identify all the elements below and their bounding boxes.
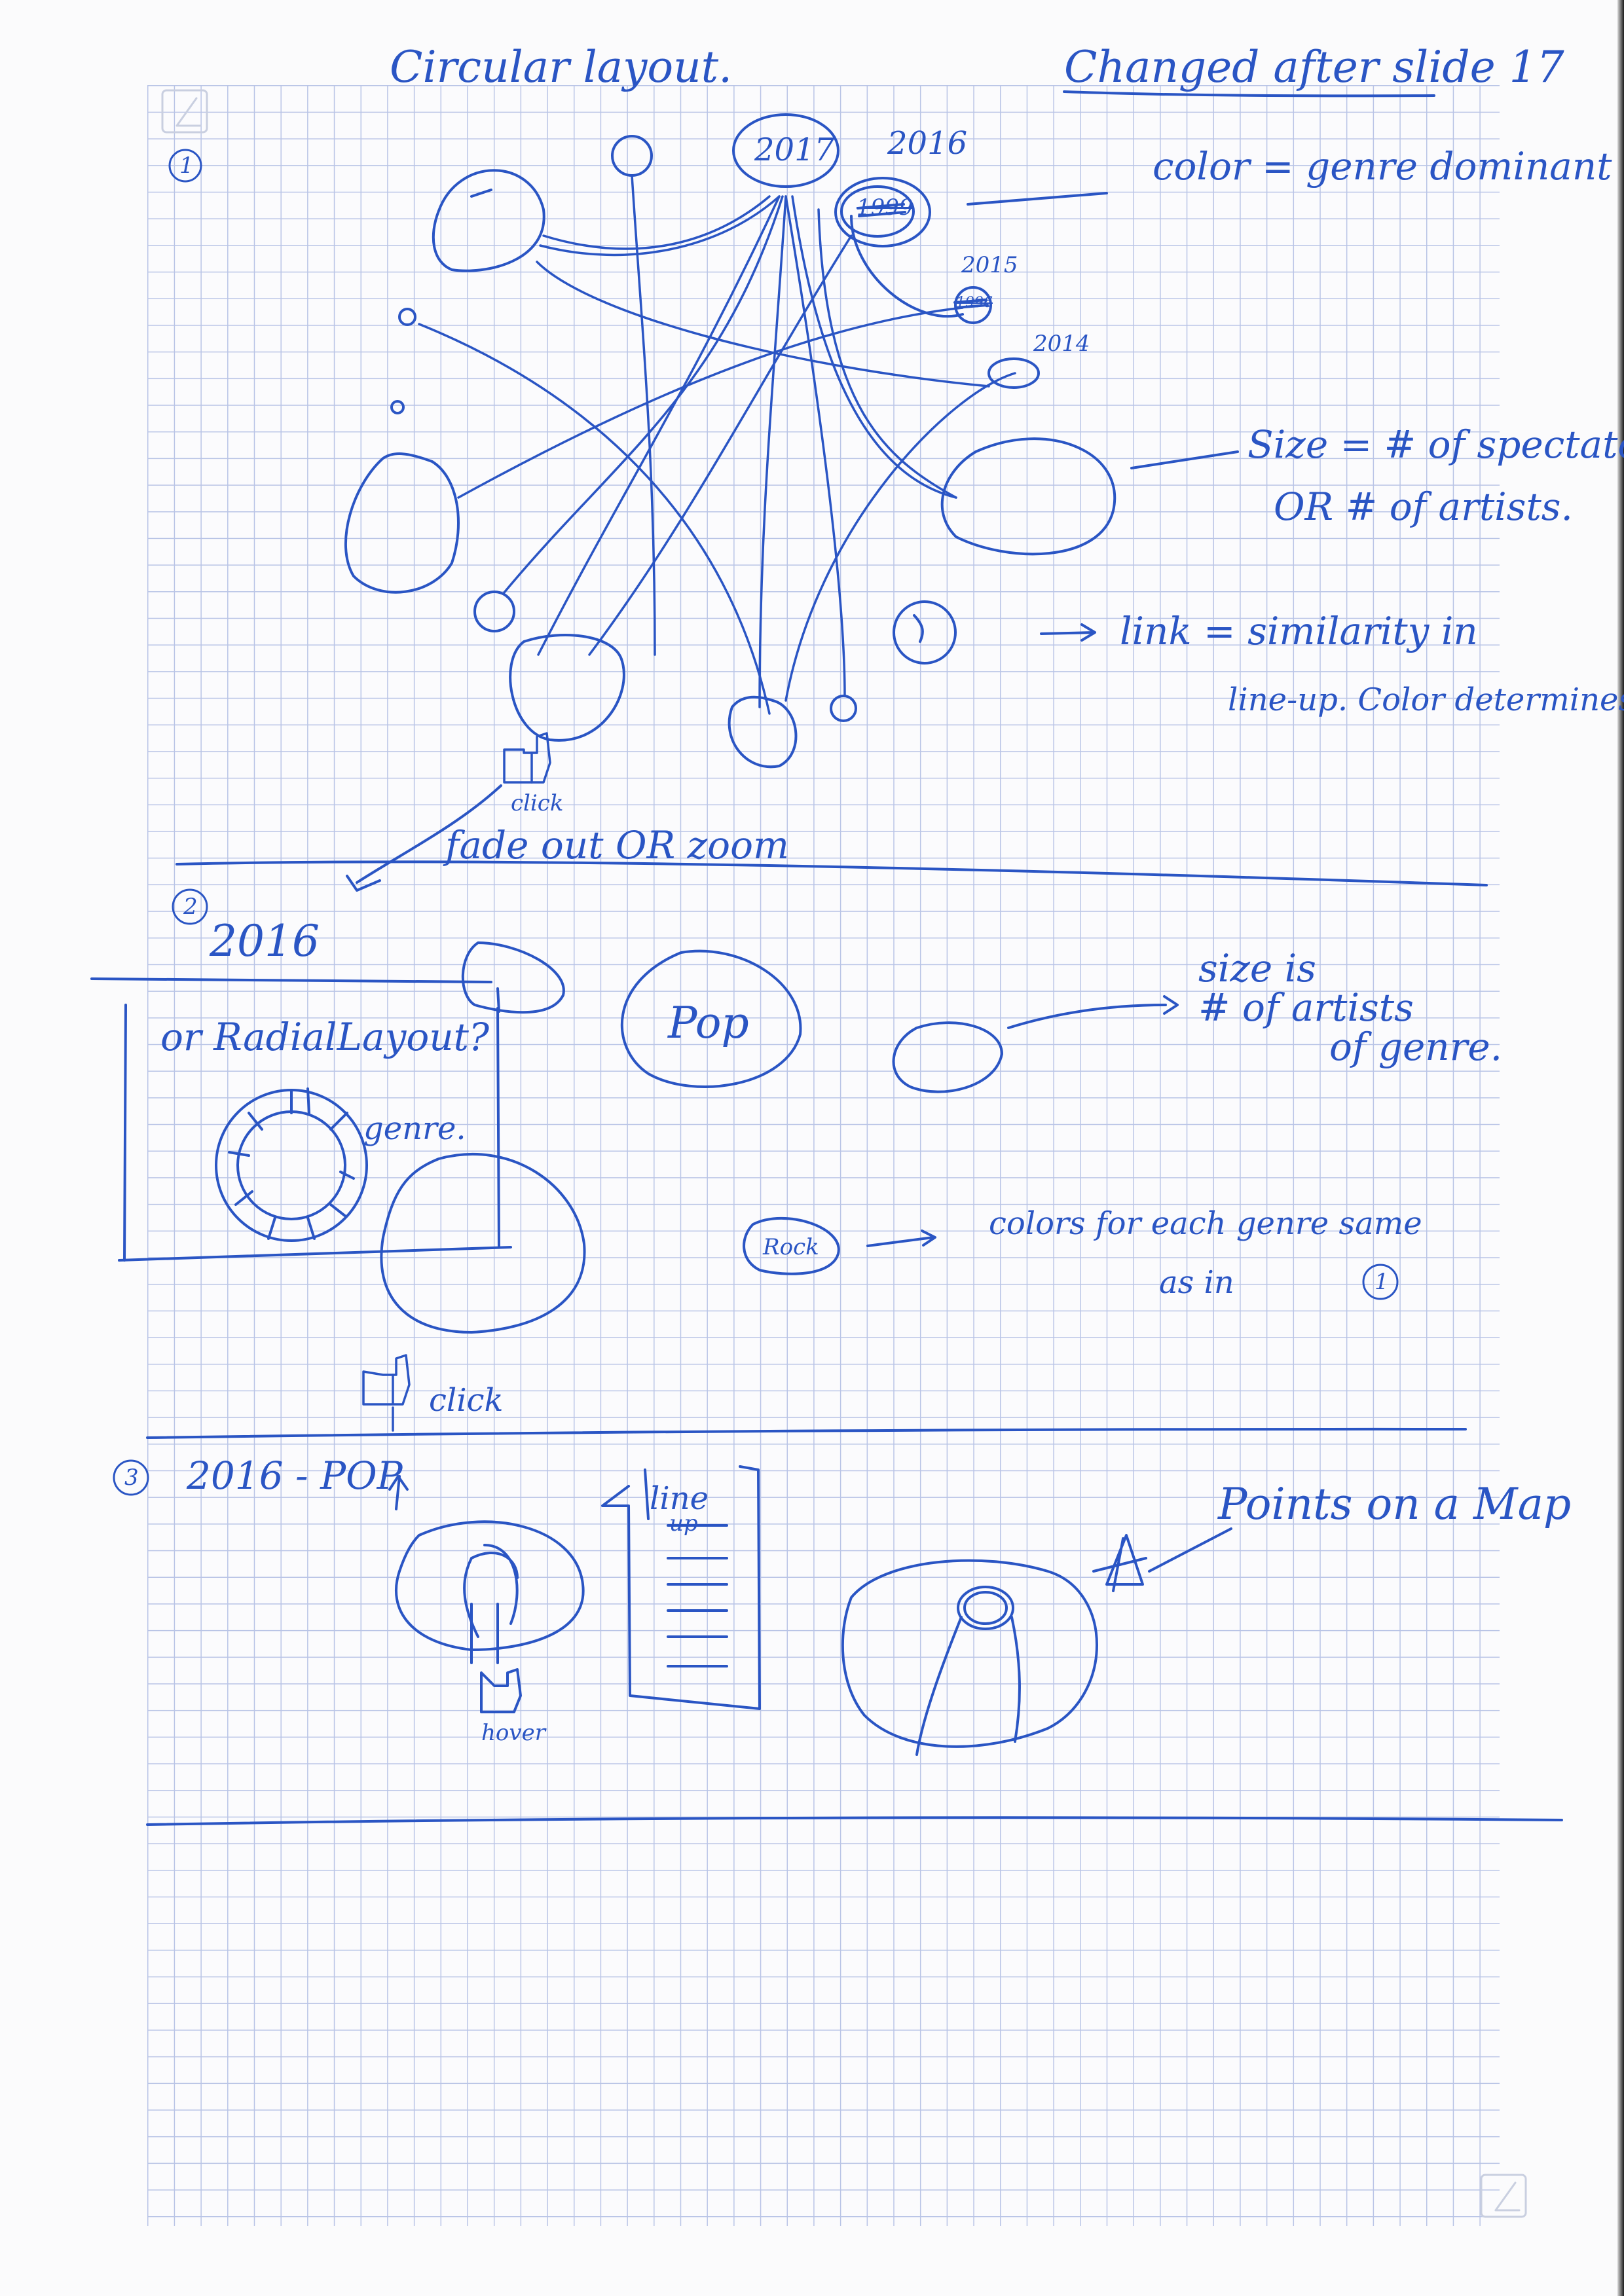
section3-number-circle: [113, 1459, 149, 1496]
section2-number: 2: [183, 894, 198, 920]
sketch-title: Circular layout.: [390, 42, 733, 92]
transition-note: fade out OR zoom: [445, 823, 790, 867]
colors-note-line2: as in: [1159, 1264, 1234, 1301]
size-annotation-line2: OR # of artists.: [1274, 484, 1573, 529]
section2-click-hand-icon: [362, 1354, 411, 1432]
notebook-logo-top: [161, 89, 208, 134]
section1-click-hand-icon: [503, 732, 551, 784]
section3-sketch: [388, 1465, 1232, 1756]
colors-note-line1: colors for each genre same: [989, 1205, 1422, 1242]
struck-label-1996: 1996: [956, 295, 993, 311]
revision-underline: [1063, 90, 1435, 98]
page-edge-shadow: [1617, 0, 1624, 2296]
node-year-2016: 2016: [887, 125, 968, 162]
section1-nodes: [344, 113, 1116, 769]
size-annotation-line: [1130, 450, 1239, 469]
genre-label: genre.: [363, 1110, 466, 1147]
section1-number-circle: [168, 149, 202, 183]
lineup-label-2: up: [669, 1510, 698, 1537]
link-annotation-arrow: [1040, 623, 1096, 642]
section1-links: [418, 174, 1016, 715]
size-note-line3: of genre.: [1329, 1025, 1503, 1069]
pop-node-label: Pop: [668, 998, 749, 1048]
radial-layout-question: or RadialLayout?: [160, 1015, 490, 1059]
divider-2: [146, 1427, 1467, 1439]
section1-click-label: click: [511, 790, 564, 816]
color-annotation-line: [967, 192, 1108, 206]
size-annotation-line1: Size = # of spectators: [1247, 422, 1624, 467]
divider-3: [146, 1816, 1563, 1826]
section3-number: 3: [124, 1465, 139, 1491]
lineup-label-1: line: [650, 1480, 709, 1517]
section2-sketch: [90, 941, 1399, 1334]
section2-click-label: click: [429, 1382, 504, 1419]
transition-arrow: [346, 784, 502, 892]
revision-note: Changed after slide 17: [1064, 42, 1564, 92]
size-note-line2: # of artists: [1198, 985, 1414, 1030]
notebook-logo-bottom: [1480, 2174, 1527, 2218]
color-annotation: color = genre dominant: [1153, 144, 1612, 189]
section2-number-circle: [172, 888, 208, 925]
rock-node-label: Rock: [763, 1234, 819, 1260]
section2-year: 2016: [210, 916, 320, 966]
node-year-2014: 2014: [1033, 331, 1090, 357]
divider-1: [175, 860, 1488, 886]
section1-number: 1: [179, 153, 194, 179]
hover-label: hover: [481, 1720, 545, 1746]
struck-label-1999: 1999: [857, 194, 913, 221]
size-note-line1: size is: [1198, 946, 1316, 991]
node-year-2015: 2015: [961, 252, 1018, 278]
section3-title: 2016 - POP: [187, 1453, 403, 1498]
link-annotation-line2: line-up. Color determines: [1228, 682, 1624, 718]
colors-note-ref: 1: [1375, 1269, 1389, 1295]
link-annotation-line1: link = similarity in: [1120, 609, 1478, 653]
map-note: Points on a Map: [1218, 1479, 1572, 1529]
node-year-2017: 2017: [754, 132, 835, 168]
